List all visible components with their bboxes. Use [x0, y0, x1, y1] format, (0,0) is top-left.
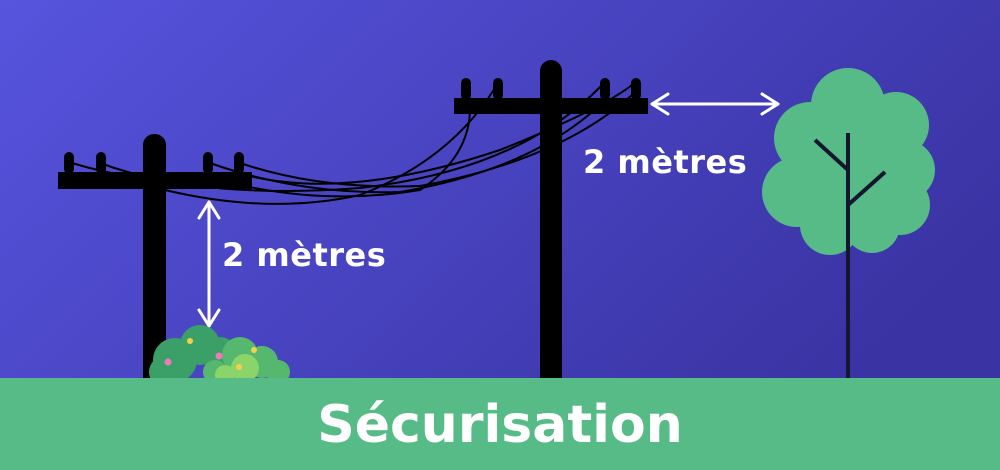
horizontal-double-arrow-icon [650, 92, 780, 116]
utility-pole-right-icon [454, 60, 648, 380]
page-title: Sécurisation [317, 395, 683, 455]
horizontal-clearance-label: 2 mètres [583, 143, 748, 181]
tree-icon [762, 68, 935, 380]
bush-icon [149, 325, 290, 388]
utility-pole-left-icon [58, 134, 252, 380]
vertical-clearance-label: 2 mètres [222, 236, 387, 274]
vertical-double-arrow-icon [197, 200, 221, 328]
ground-banner: Sécurisation [0, 378, 1000, 470]
